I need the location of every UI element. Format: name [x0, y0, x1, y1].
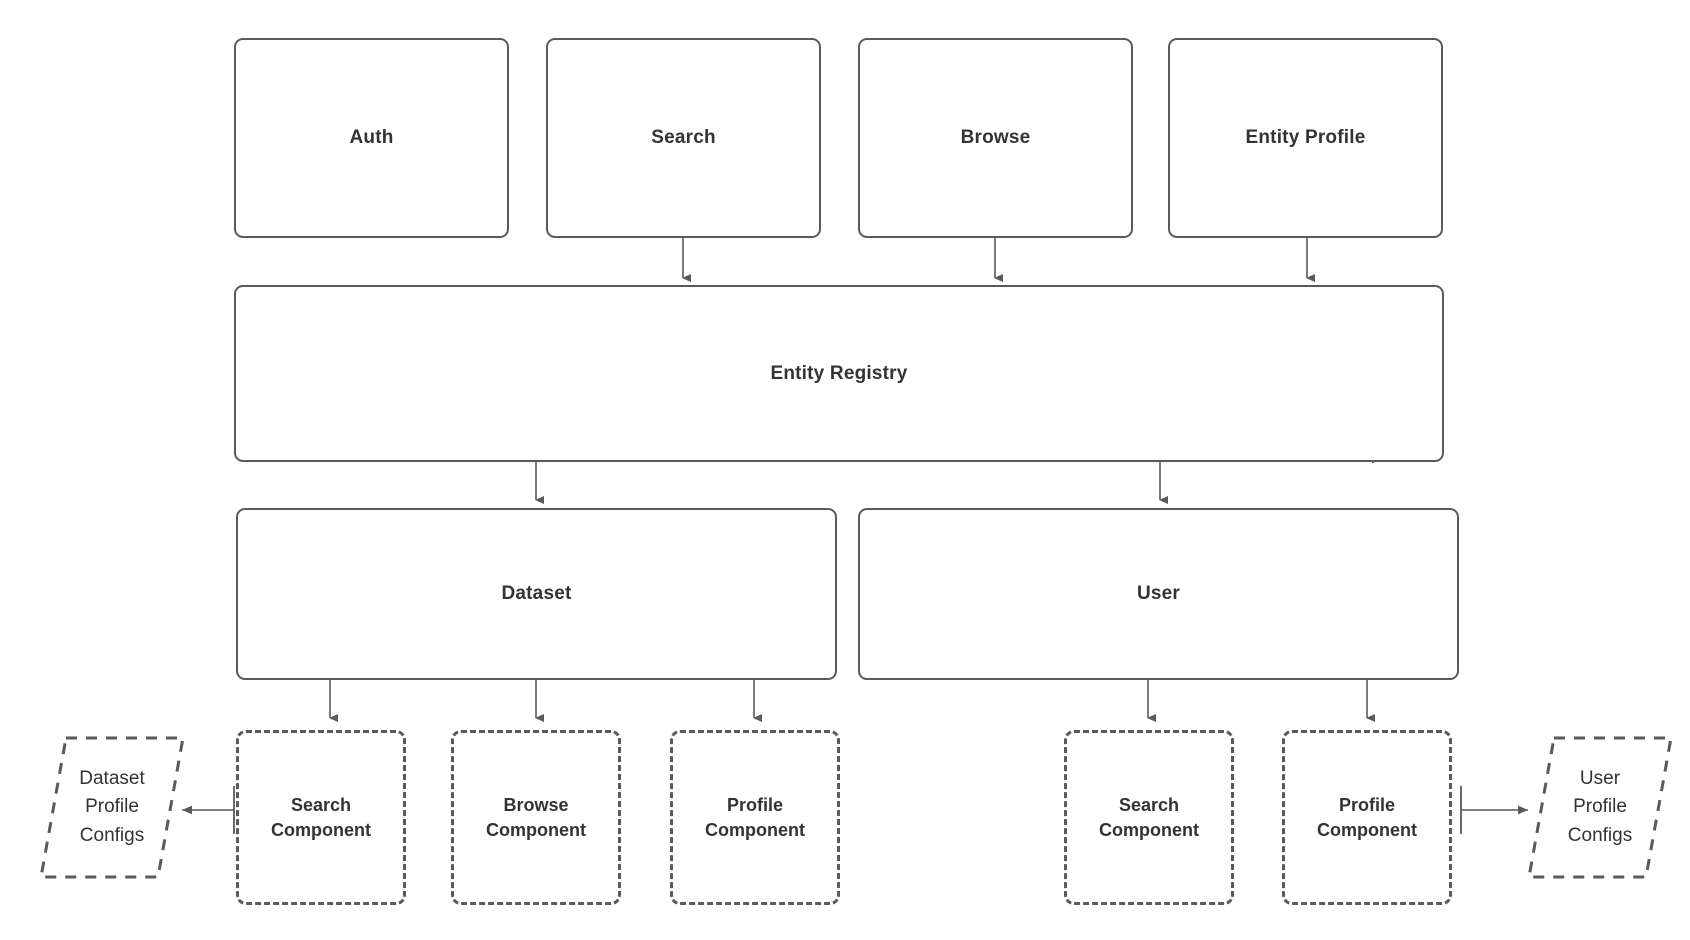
node-search-label: Search — [651, 127, 716, 148]
node-user[interactable]: User — [858, 508, 1459, 680]
node-entity-profile[interactable]: Entity Profile — [1168, 38, 1443, 238]
node-user-label: User — [1136, 583, 1181, 604]
node-user-profile-configs-label: User Profile Configs — [1567, 767, 1633, 846]
node-dataset-profile-configs[interactable]: Dataset Profile Configs — [38, 735, 186, 880]
node-search[interactable]: Search — [546, 38, 821, 238]
node-browse-label: Browse — [960, 127, 1031, 148]
node-dataset-profile-configs-label: Dataset Profile Configs — [79, 767, 145, 846]
node-auth[interactable]: Auth — [234, 38, 509, 238]
node-dataset-search-component[interactable]: Search Component — [236, 730, 406, 905]
node-dataset-profile-component[interactable]: Profile Component — [670, 730, 840, 905]
edge-search-component-to-dataset-profile-configs — [182, 786, 235, 834]
node-entity-profile-label: Entity Profile — [1245, 127, 1366, 148]
edge-profile-component-to-user-profile-configs — [1460, 786, 1528, 834]
node-dataset-browse-component-label: Browse Component — [486, 795, 586, 840]
node-user-search-component-label: Search Component — [1099, 795, 1199, 840]
node-user-profile-component[interactable]: Profile Component — [1282, 730, 1452, 905]
node-user-profile-configs[interactable]: User Profile Configs — [1526, 735, 1674, 880]
node-entity-registry-label: Entity Registry — [770, 362, 908, 384]
node-entity-registry[interactable]: Entity Registry — [234, 285, 1444, 462]
node-user-profile-component-label: Profile Component — [1317, 795, 1417, 840]
node-dataset-search-component-label: Search Component — [271, 795, 371, 840]
node-dataset[interactable]: Dataset — [236, 508, 837, 680]
node-auth-label: Auth — [349, 127, 394, 148]
node-dataset-label: Dataset — [501, 583, 572, 604]
node-browse[interactable]: Browse — [858, 38, 1133, 238]
node-dataset-profile-component-label: Profile Component — [705, 795, 805, 840]
parallelogram-shape — [1527, 736, 1673, 879]
node-user-search-component[interactable]: Search Component — [1064, 730, 1234, 905]
parallelogram-shape — [39, 736, 185, 879]
node-dataset-browse-component[interactable]: Browse Component — [451, 730, 621, 905]
